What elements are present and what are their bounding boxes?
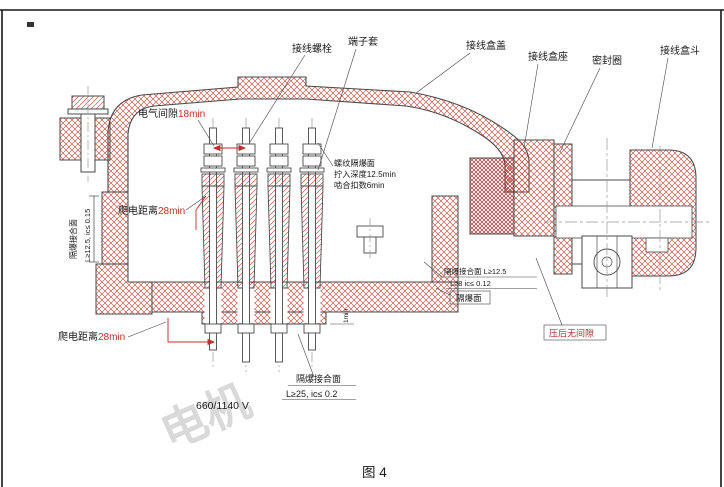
clamp-detail <box>645 237 669 253</box>
label-1min: 1min <box>343 309 350 323</box>
svg-text:拧入深度12.5min: 拧入深度12.5min <box>334 169 396 179</box>
seal-ring-section <box>469 157 515 235</box>
red-dimension-marks <box>167 144 247 346</box>
figure-caption: 图 4 <box>362 465 387 480</box>
label-box-hopper: 接线盒斗 <box>660 44 700 57</box>
terminal-stud-3 <box>266 118 292 372</box>
label-bottom-joint-1: 隔爆接合面 <box>296 373 341 384</box>
voltage-label: 660/1140 V <box>196 400 249 412</box>
label-box-seat: 接线盒座 <box>528 50 568 63</box>
watermark-text: 电机 <box>153 374 258 459</box>
label-right-joint-2: L≥8 ic≤ 0.12 <box>450 279 491 288</box>
seat-inner-wall <box>431 195 459 283</box>
label-left-joint-value: L≥12.5, ic≤ 0.15 <box>83 209 92 262</box>
sheet-corner-mark <box>27 22 34 27</box>
left-joint-dimension <box>89 195 99 263</box>
label-seal-ring: 密封圈 <box>592 54 622 67</box>
label-flameproof-face: 隔爆面 <box>456 293 482 303</box>
gap-dimension <box>330 311 354 325</box>
label-left-joint-name: 隔爆接合面 <box>68 219 78 259</box>
label-electrical-clearance: 电气间隙18min <box>138 107 205 120</box>
leader-lines <box>127 48 669 378</box>
terminal-stud-1 <box>200 118 226 368</box>
label-terminal-bolt: 接线螺栓 <box>292 42 332 55</box>
label-no-gap: 压后无间隙 <box>549 328 594 339</box>
centerlines <box>544 138 712 300</box>
terminal-stud-2 <box>233 118 259 372</box>
cover-bolt-assembly <box>59 86 111 182</box>
sheet-frame <box>0 9 724 487</box>
svg-text:啮合扣数6min: 啮合扣数6min <box>334 180 385 190</box>
label-thread-note: 螺纹隔爆面 拧入深度12.5min 啮合扣数6min <box>334 158 396 190</box>
terminal-stud-4 <box>299 118 325 368</box>
label-bottom-joint-2: L≥25, ic≤ 0.2 <box>286 389 337 399</box>
label-box-cover: 接线盒盖 <box>466 39 506 52</box>
label-creepage-bottom: 爬电距离28min <box>58 330 125 343</box>
label-right-joint-1: 隔爆接合面 L≥12.5 <box>444 266 506 276</box>
label-creepage-top: 爬电距离28min <box>118 204 185 217</box>
gland-assembly <box>431 139 697 289</box>
seat-right-section <box>513 139 555 237</box>
callout-labels: 接线螺栓 端子套 接线盒盖 接线盒座 密封圈 接线盒斗 <box>292 35 700 67</box>
note-frames <box>282 276 607 400</box>
svg-text:螺纹隔爆面: 螺纹隔爆面 <box>334 158 375 168</box>
plate-bolt <box>356 218 384 260</box>
label-terminal-sleeve: 端子套 <box>348 35 378 48</box>
